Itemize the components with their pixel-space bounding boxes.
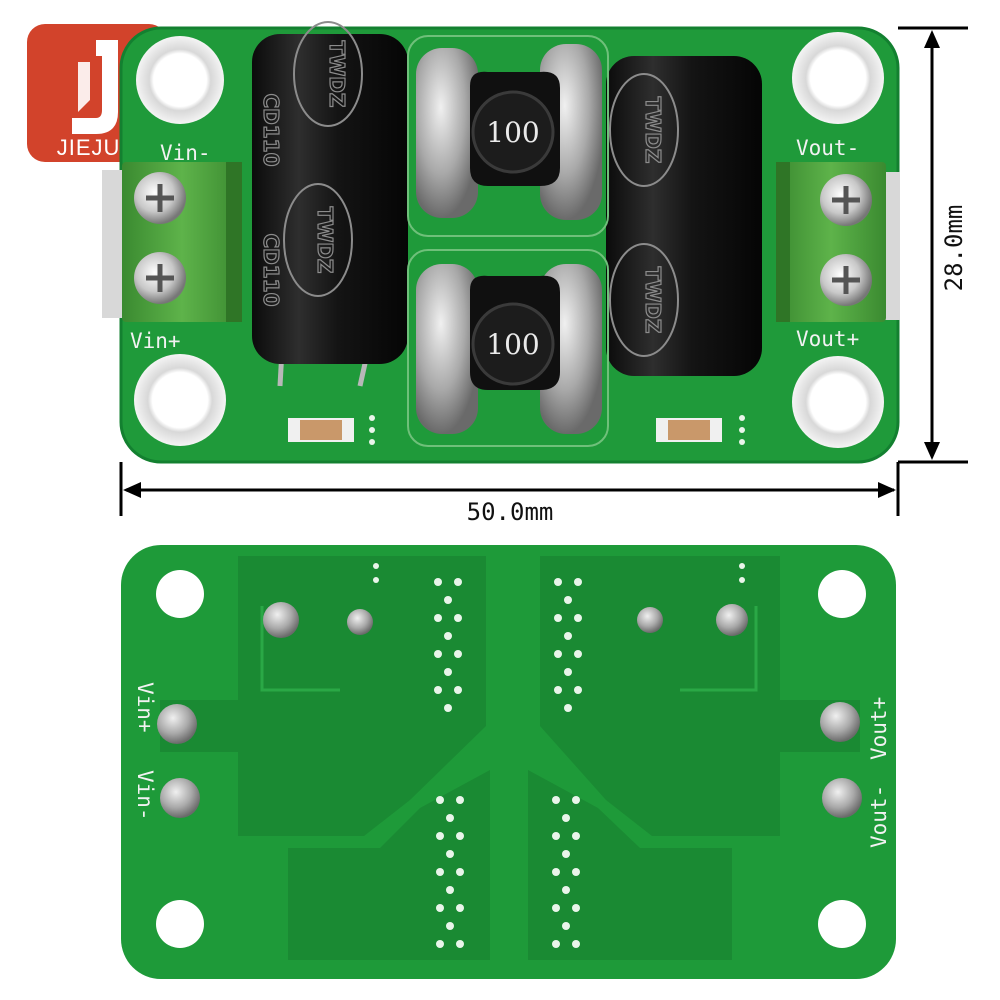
screw-icon [820,174,872,226]
inductor-value: 100 [486,328,539,361]
silk-vin-plus: Vin+ [133,682,157,733]
copper-pour [288,770,490,960]
smd-capacitor [656,418,722,442]
inductor-bottom: 100 [470,275,560,390]
silk-vout-plus: Vout+ [867,697,891,760]
electrolytic-capacitor-right: TWDZ TWDZ [606,56,762,376]
smd-capacitor [288,418,354,442]
bottom-board: Vin+ Vin- Vout+ Vout- [121,545,896,979]
silk-vin-minus: Vin- [160,141,211,165]
mounting-hole [156,900,204,948]
capacitor-series: CD110 [259,93,283,166]
solder-joint [160,778,200,818]
silk-vin-minus: Vin- [133,770,157,821]
capacitor-brand: TWDZ [313,207,337,274]
height-label: 28.0mm [940,205,968,292]
output-terminal-block [776,162,900,322]
mounting-hole [818,570,866,618]
inductor-top: 100 [470,71,560,186]
screw-icon [134,172,186,224]
width-label: 50.0mm [467,498,554,526]
copper-pour [528,770,732,960]
mounting-hole [792,32,884,124]
screw-icon [134,252,186,304]
mounting-hole [134,354,226,446]
via-holes [369,415,745,445]
capacitor-brand: TWDZ [641,267,665,334]
solder-joint [263,602,299,638]
solder-joint [820,702,860,742]
screw-icon [820,254,872,306]
silk-vin-plus: Vin+ [130,329,181,353]
solder-joint [347,609,373,635]
via-holes [373,563,745,948]
solder-joint [157,704,197,744]
copper-pour [160,556,486,836]
silk-vout-plus: Vout+ [796,327,859,351]
capacitor-brand: TWDZ [325,41,349,108]
top-board: Vin- Vin+ Vout- Vout+ [102,21,900,464]
solder-joint [822,778,862,818]
logo-j-mark [72,40,118,134]
silk-vout-minus: Vout- [867,785,891,848]
width-dimension: 50.0mm [119,462,900,526]
mounting-hole [792,356,884,448]
mounting-hole [156,570,204,618]
mounting-hole [818,900,866,948]
copper-pour [540,556,860,836]
capacitor-brand: TWDZ [641,97,665,164]
capacitor-series: CD110 [259,233,283,306]
solder-joint [716,604,748,636]
mounting-hole [136,36,224,124]
height-dimension: 28.0mm [898,26,968,464]
silk-vout-minus: Vout- [796,136,859,160]
input-terminal-block [102,162,242,322]
solder-joint [637,607,663,633]
electrolytic-capacitor-left: TWDZ CD110 TWDZ CD110 [252,21,408,387]
inductor-value: 100 [486,116,539,149]
